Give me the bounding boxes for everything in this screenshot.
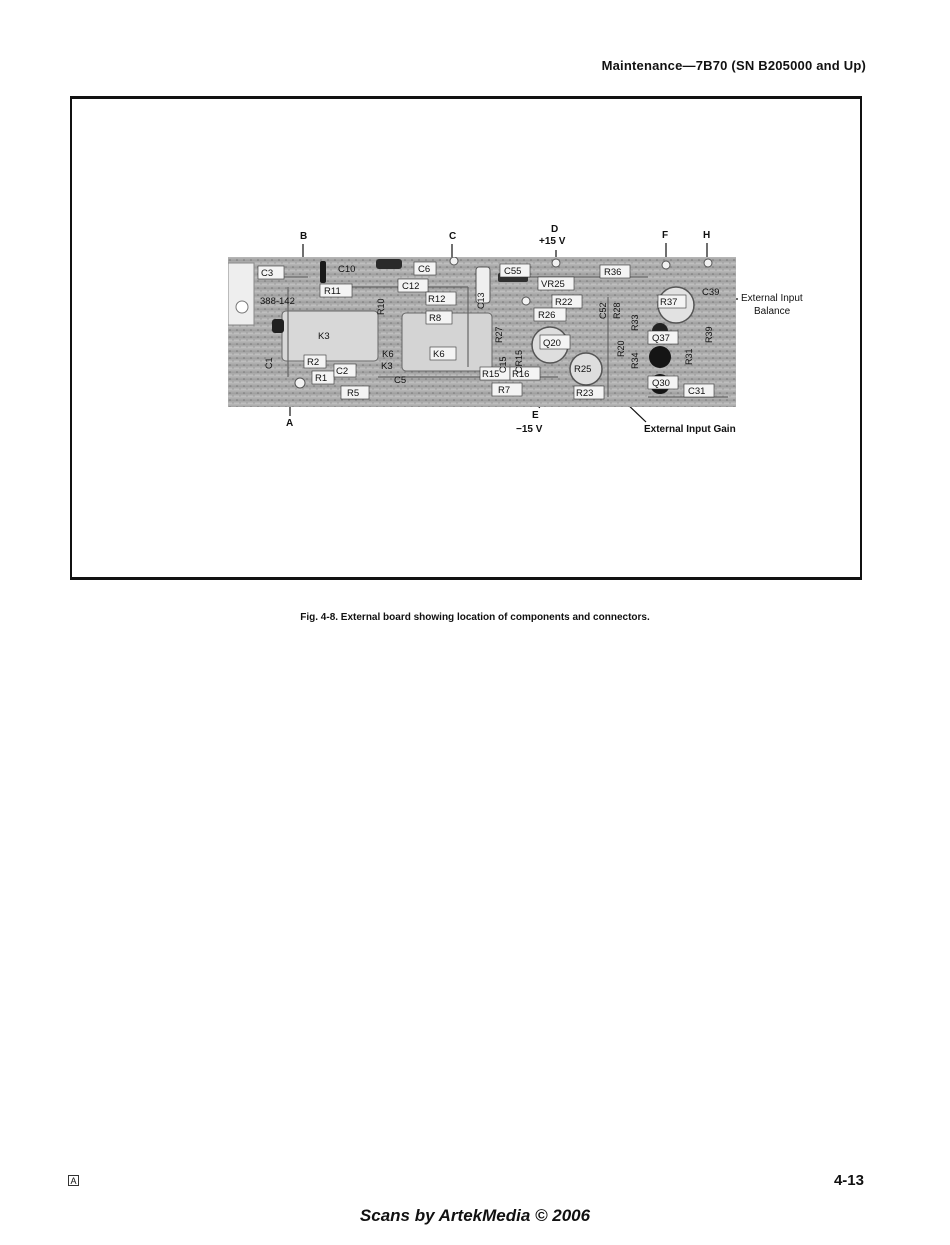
vertical-component-labels: C1 R10 C13 R27 C15 CR15 C52 R28 R33 R34 … bbox=[264, 292, 714, 373]
label-r8: R8 bbox=[429, 313, 441, 324]
label-c12: C12 bbox=[402, 281, 419, 292]
label-r10: R10 bbox=[376, 298, 386, 315]
page-header: Maintenance—7B70 (SN B205000 and Up) bbox=[601, 58, 866, 73]
label-cr15: CR15 bbox=[514, 350, 524, 373]
label-r36: R36 bbox=[604, 267, 621, 278]
label-q30: Q30 bbox=[652, 378, 670, 389]
label-r1: R1 bbox=[315, 373, 327, 384]
figure-frame bbox=[70, 96, 862, 580]
label-c39: C39 bbox=[702, 287, 719, 298]
balance-callout-line2: Balance bbox=[754, 306, 791, 317]
label-r25: R25 bbox=[574, 364, 591, 375]
label-r33: R33 bbox=[630, 314, 640, 331]
test-point-f-label: F bbox=[662, 230, 669, 241]
label-r2: R2 bbox=[307, 357, 319, 368]
label-r34: R34 bbox=[630, 352, 640, 369]
label-k6-left: K6 bbox=[382, 349, 394, 360]
label-vr25: VR25 bbox=[541, 279, 565, 290]
label-k3-lower: K3 bbox=[381, 361, 393, 372]
page-number: 4-13 bbox=[833, 1172, 864, 1189]
label-r12: R12 bbox=[428, 294, 445, 305]
label-q37: Q37 bbox=[652, 333, 670, 344]
label-r22: R22 bbox=[555, 297, 572, 308]
label-r11: R11 bbox=[324, 286, 341, 297]
label-r7: R7 bbox=[498, 385, 510, 396]
label-r26: R26 bbox=[538, 310, 555, 321]
label-c31: C31 bbox=[688, 386, 705, 397]
label-r31: R31 bbox=[684, 348, 694, 365]
figure-caption: Fig. 4-8. External board showing locatio… bbox=[300, 612, 650, 623]
label-r23: R23 bbox=[576, 388, 593, 399]
test-point-c-label: C bbox=[449, 231, 457, 242]
label-c15: C15 bbox=[498, 356, 508, 373]
test-point-e-label: E bbox=[532, 410, 539, 421]
label-q20: Q20 bbox=[543, 338, 561, 349]
test-point-b-label: B bbox=[300, 231, 308, 242]
label-r39: R39 bbox=[704, 326, 714, 343]
label-c2: C2 bbox=[336, 366, 348, 377]
test-point-h-label: H bbox=[703, 230, 711, 241]
label-c6: C6 bbox=[418, 264, 430, 275]
label-r28: R28 bbox=[612, 302, 622, 319]
label-c13: C13 bbox=[476, 292, 486, 309]
label-c10: C10 bbox=[338, 264, 355, 275]
test-point-a-label: A bbox=[286, 418, 294, 429]
label-c52: C52 bbox=[598, 302, 608, 319]
test-point-d-label: D bbox=[551, 224, 559, 235]
label-r5: R5 bbox=[347, 388, 359, 399]
gain-callout: External Input Gain bbox=[644, 424, 736, 435]
label-board-id: 388-142 bbox=[260, 296, 295, 307]
label-c3: C3 bbox=[261, 268, 273, 279]
balance-callout-line1: External Input bbox=[741, 293, 803, 304]
label-c1: C1 bbox=[264, 357, 274, 369]
label-r20: R20 bbox=[616, 340, 626, 357]
test-point-e-voltage: −15 V bbox=[516, 424, 543, 435]
label-c5: C5 bbox=[394, 375, 406, 386]
label-r15: R15 bbox=[482, 369, 499, 380]
component-labels: C3 C10 C6 C55 R36 C39 R11 388-142 C12 R1… bbox=[257, 261, 719, 400]
label-r16: R16 bbox=[512, 369, 529, 380]
scan-credit: Scans by ArtekMedia © 2006 bbox=[359, 1206, 591, 1225]
label-k3: K3 bbox=[318, 331, 330, 342]
label-r37: R37 bbox=[660, 297, 677, 308]
label-c55: C55 bbox=[504, 266, 521, 277]
label-k6-box: K6 bbox=[433, 349, 445, 360]
test-point-d-voltage: +15 V bbox=[539, 236, 566, 247]
board-photo: C3 C10 C6 C55 R36 C39 R11 388-142 C12 R1… bbox=[228, 257, 736, 407]
revision-mark: A bbox=[68, 1175, 79, 1186]
label-r27: R27 bbox=[494, 326, 504, 343]
